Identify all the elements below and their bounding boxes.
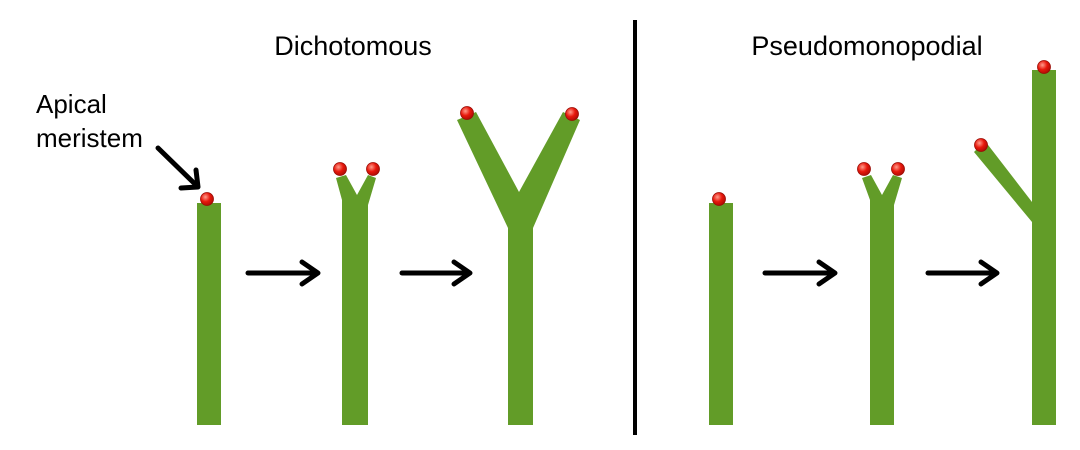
dichotomous-stage-1-stem — [197, 203, 221, 425]
dichotomous-arrow-1 — [245, 259, 321, 287]
meristem-dot — [974, 138, 988, 152]
dichotomous-stage-2-stem — [336, 175, 376, 425]
meristem-dot — [1037, 60, 1051, 74]
annotation-arrow — [155, 145, 201, 191]
meristem-dot — [712, 192, 726, 206]
meristem-dot — [366, 162, 380, 176]
pseudomonopodial-arrow-2 — [925, 259, 1000, 287]
dichotomous-stage-3-stem — [457, 112, 580, 425]
pseudomonopodial-title: Pseudomonopodial — [751, 31, 982, 61]
apical-meristem-label: Apical meristem — [36, 89, 143, 153]
dichotomous-arrow-2 — [399, 259, 473, 287]
meristem-dot — [565, 107, 579, 121]
meristem-dot — [857, 162, 871, 176]
meristem-dot — [460, 106, 474, 120]
meristem-dot — [200, 192, 214, 206]
annotation-line-1: Apical — [36, 89, 107, 119]
pseudomonopodial-arrow-1 — [762, 259, 838, 287]
dichotomous-title: Dichotomous — [274, 31, 432, 61]
pseudomonopodial-stage-1-stem — [709, 203, 733, 425]
apical-meristems — [200, 60, 1051, 206]
pseudomonopodial-stage-3-stem — [974, 70, 1056, 425]
annotation-line-2: meristem — [36, 123, 143, 153]
meristem-dot — [333, 162, 347, 176]
meristem-dot — [891, 162, 905, 176]
pseudomonopodial-stage-2-stem — [862, 175, 902, 425]
